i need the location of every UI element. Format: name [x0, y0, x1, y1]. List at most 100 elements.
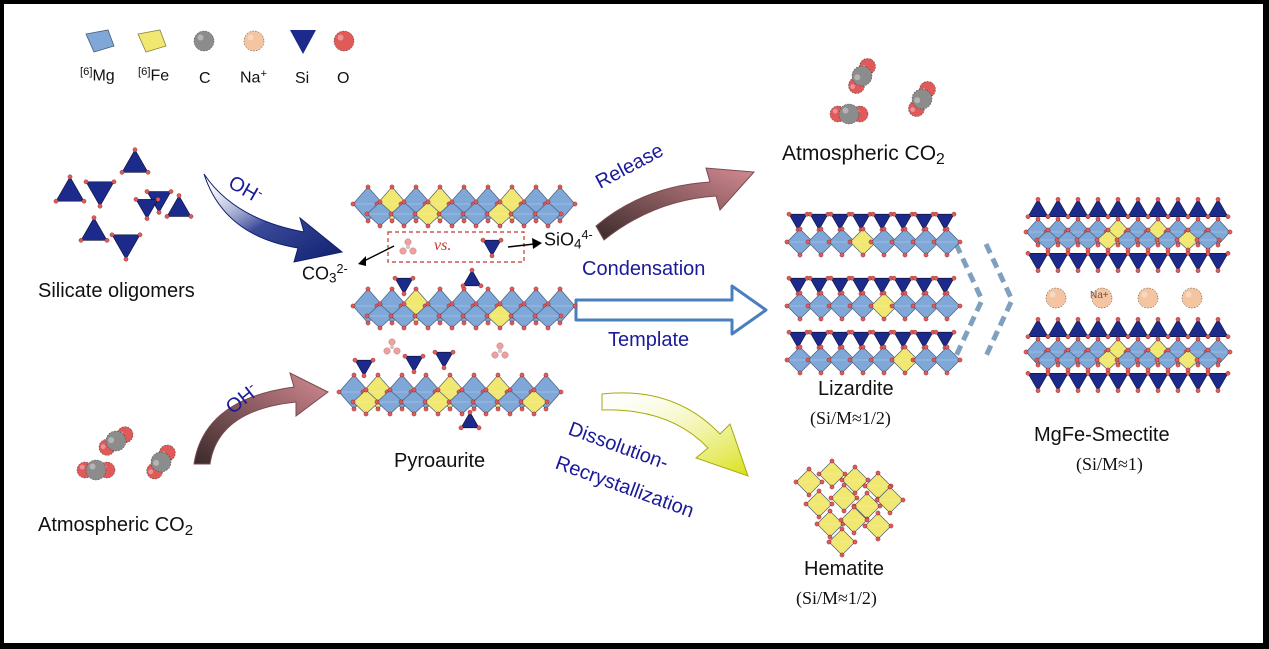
oxygen-atom [1135, 216, 1141, 222]
oxygen-atom [1045, 250, 1051, 256]
oxygen-atom [497, 325, 503, 331]
hematite-octahedron [816, 458, 848, 490]
carbonate-carbon [389, 344, 395, 350]
oxygen-atom [485, 320, 491, 326]
co2-top-subscript: 2 [936, 150, 945, 168]
reaction-arrows [193, 167, 1015, 477]
co2-carbon [911, 88, 933, 110]
oxygen-atom [497, 223, 503, 229]
oxygen-atom [176, 193, 182, 198]
tetrahedron-face [935, 331, 955, 349]
silicate-tetrahedron [458, 409, 482, 431]
tetrahedron-face [1207, 372, 1229, 392]
oxygen-atom [399, 372, 405, 378]
oxygen-atom [786, 275, 792, 281]
sio4-subscript: 4 [574, 236, 582, 252]
oxygen-atom [401, 325, 407, 331]
atmospheric-co2-top-label: Atmospheric CO2 [782, 142, 945, 169]
tetrahedron-face [851, 213, 871, 231]
sphere-highlight [89, 463, 96, 470]
oxygen-atom [1155, 216, 1161, 222]
oxygen-atom [852, 464, 858, 470]
oxygen-atom [889, 357, 895, 363]
oxygen-atom [412, 211, 418, 217]
oxygen-atom [1074, 357, 1080, 363]
oxygen-atom [557, 184, 563, 190]
octahedron [931, 226, 963, 258]
oxygen-atom [401, 291, 407, 297]
co2-molecule [848, 58, 876, 94]
oxygen-atom [902, 316, 908, 322]
carbonate-oxygen [501, 351, 509, 359]
figure-frame: [6]Mg [6]Fe C Na+ Si O Silicate oligomer… [4, 4, 1263, 643]
sphere-body [838, 103, 860, 125]
oxygen-atom [860, 252, 866, 258]
oxygen-atom [902, 370, 908, 376]
oxygen-atom [816, 514, 822, 520]
tetrahedron [1205, 316, 1231, 340]
oxygen-atom [518, 399, 524, 405]
oxygen-atom [1095, 362, 1101, 368]
oxygen-atom [1114, 237, 1120, 243]
oxygen-atom [572, 201, 578, 207]
silicate-tetrahedron [460, 267, 484, 289]
oxygen-atom [806, 466, 812, 472]
oxygen-atom [1135, 242, 1141, 248]
oxygen-atom [829, 501, 835, 507]
oxygen-atom [852, 539, 858, 545]
oxygen-atom [933, 329, 939, 335]
legend-label-o: O [337, 70, 350, 87]
oxygen-atom [1094, 357, 1100, 363]
octahedron [1034, 347, 1062, 373]
oxygen-atom [1025, 214, 1031, 219]
oxygen-atom [557, 320, 563, 326]
tetrahedron-face [830, 213, 850, 231]
schematic-diagram [53, 29, 1233, 558]
tetrahedron-face [121, 149, 149, 173]
oxygen-atom [437, 184, 443, 190]
oxygen-atom [1215, 388, 1221, 394]
hematite-octahedron [839, 464, 871, 496]
smectite-structure [1023, 196, 1233, 394]
sio4-pointer-head [532, 238, 542, 249]
oxygen-atom [889, 239, 895, 245]
oxygen-atom [137, 232, 143, 238]
octahedron [1054, 227, 1082, 253]
tetrahedron-face [1167, 318, 1189, 338]
sphere-highlight [1141, 291, 1148, 298]
oxygen-atom [828, 495, 834, 501]
sphere-highlight [100, 444, 106, 450]
sphere-highlight [148, 469, 154, 475]
oxygen-atom [910, 357, 916, 363]
pyroaurite-structure [336, 184, 578, 431]
oxygen-atom [401, 301, 407, 307]
oxygen-atom [1114, 357, 1120, 363]
tetrahedron-face [1087, 318, 1109, 338]
oxygen-atom [437, 218, 443, 224]
sphere-body [1091, 287, 1113, 309]
oxygen-atom [841, 508, 847, 514]
carbonate-ion [383, 338, 401, 355]
oxygen-atom [350, 303, 356, 309]
comparison-box [387, 231, 525, 263]
oxygen-atom [1175, 242, 1181, 248]
co3-pointer-head [358, 256, 366, 266]
oxygen-atom [868, 303, 874, 309]
oxygen-atom [473, 223, 479, 229]
oxygen-atom [849, 329, 855, 335]
oxygen-atom [900, 497, 906, 503]
carbonate-ion [491, 342, 509, 359]
octahedron [470, 387, 502, 417]
tetrahedron-face [1047, 318, 1069, 338]
oxygen-atom [425, 199, 431, 205]
tetrahedron-face [851, 331, 871, 349]
tetrahedron [1125, 196, 1151, 219]
oxygen-atom [912, 329, 918, 335]
hematite-octahedron [826, 526, 858, 558]
carbonate-oxygen [383, 347, 391, 355]
oxygen-atom [363, 411, 369, 417]
tetrahedron-face [788, 277, 808, 295]
oxygen-atom [1035, 316, 1041, 322]
oxygen-atom [816, 488, 822, 494]
oxygen-atom [1195, 196, 1201, 202]
